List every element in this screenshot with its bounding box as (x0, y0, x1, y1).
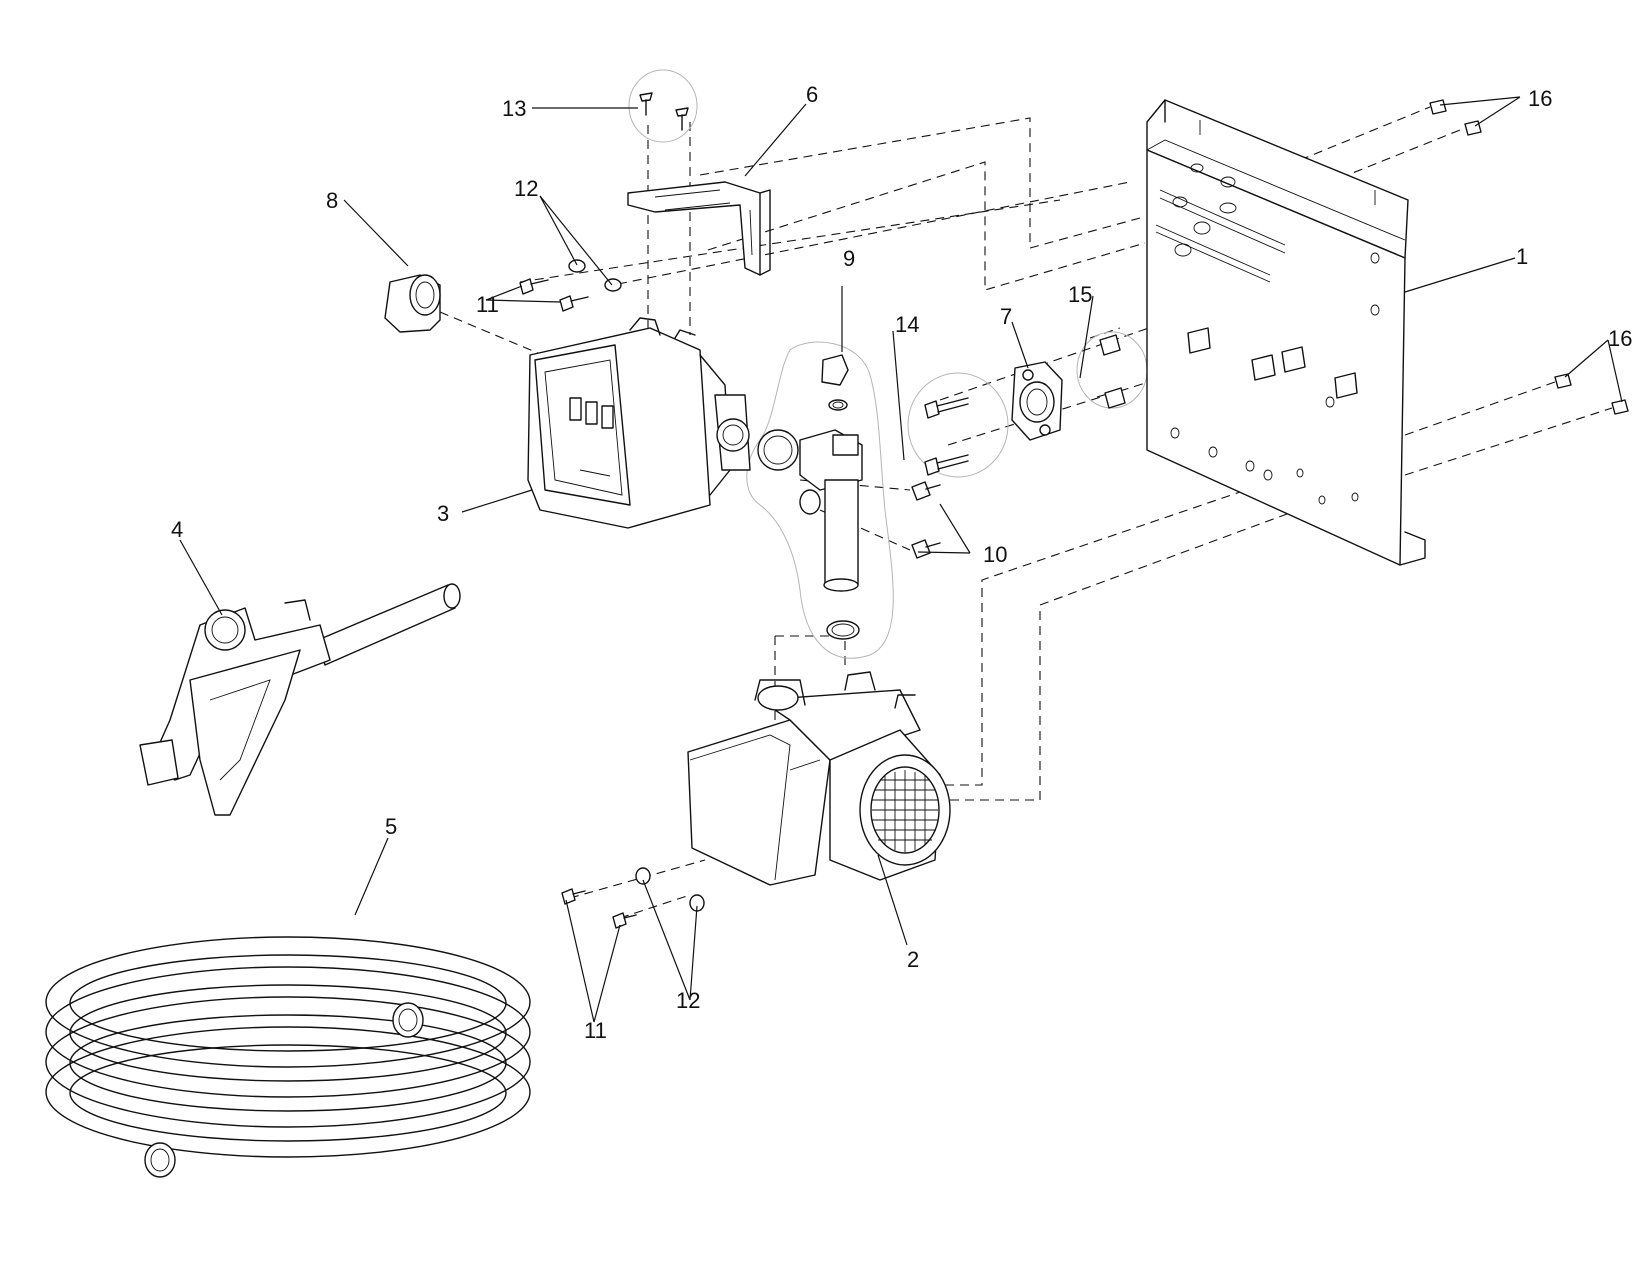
callout-6: 6 (806, 82, 818, 107)
callout-11-lower: 11 (584, 1018, 607, 1043)
callout-8: 8 (326, 188, 338, 213)
halo-item-13 (628, 69, 698, 143)
pump-motor (687, 671, 951, 886)
callout-3: 3 (437, 501, 449, 526)
fasteners (519, 92, 1629, 929)
leader-lines (179, 96, 1623, 1023)
halo-item-9 (746, 341, 894, 659)
callout-16-lower: 16 (1608, 326, 1632, 351)
filter-assembly (799, 354, 863, 640)
callout-1: 1 (1516, 244, 1528, 269)
callout-12-upper: 12 (514, 176, 538, 201)
callout-7: 7 (1000, 304, 1012, 329)
callout-2: 2 (907, 947, 919, 972)
nozzle (139, 583, 461, 816)
callout-labels: 1 2 3 4 5 6 7 8 9 10 11 11 12 12 13 14 1… (171, 82, 1632, 1043)
hose (45, 936, 531, 1178)
callout-14: 14 (895, 312, 919, 337)
callout-10: 10 (983, 542, 1007, 567)
elbow-fitting (384, 274, 441, 333)
callout-13: 13 (502, 96, 526, 121)
bracket (627, 181, 771, 276)
callout-9: 9 (843, 246, 855, 271)
meter (527, 317, 799, 529)
callout-16-upper: 16 (1528, 86, 1552, 111)
mounting-plate (1146, 99, 1426, 566)
callout-12-lower: 12 (676, 988, 700, 1013)
callout-5: 5 (385, 814, 397, 839)
flange (1011, 361, 1063, 441)
halo-item-14 (907, 372, 1009, 478)
callout-15: 15 (1068, 282, 1092, 307)
callout-11-upper: 11 (476, 292, 499, 317)
callout-4: 4 (171, 517, 183, 542)
